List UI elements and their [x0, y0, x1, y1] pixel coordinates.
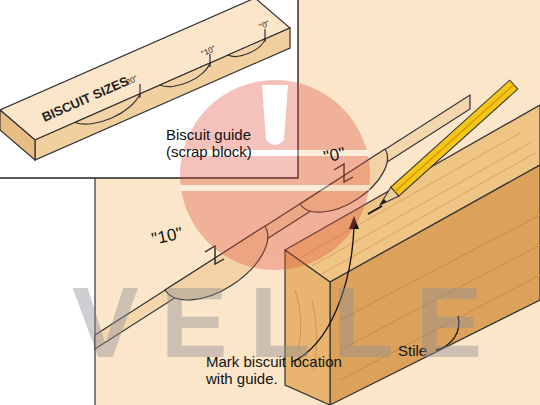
pencil-stripe: [395, 85, 514, 192]
logo-notch: [262, 85, 288, 145]
logo-stripe: [180, 185, 370, 191]
pencil-mark: [368, 206, 382, 214]
pencil-body: [391, 80, 518, 196]
pencil-lead: [379, 199, 387, 207]
biscuit: [160, 63, 210, 87]
pencil: [376, 80, 518, 209]
logo-disc: [180, 80, 370, 270]
watermark-logo: [180, 80, 370, 270]
part-label: Biscuit guide (scrap block): [166, 126, 296, 161]
biscuit: [228, 39, 265, 57]
scrap-block-end: [0, 110, 35, 160]
watermark-text: VELLE: [72, 265, 504, 380]
